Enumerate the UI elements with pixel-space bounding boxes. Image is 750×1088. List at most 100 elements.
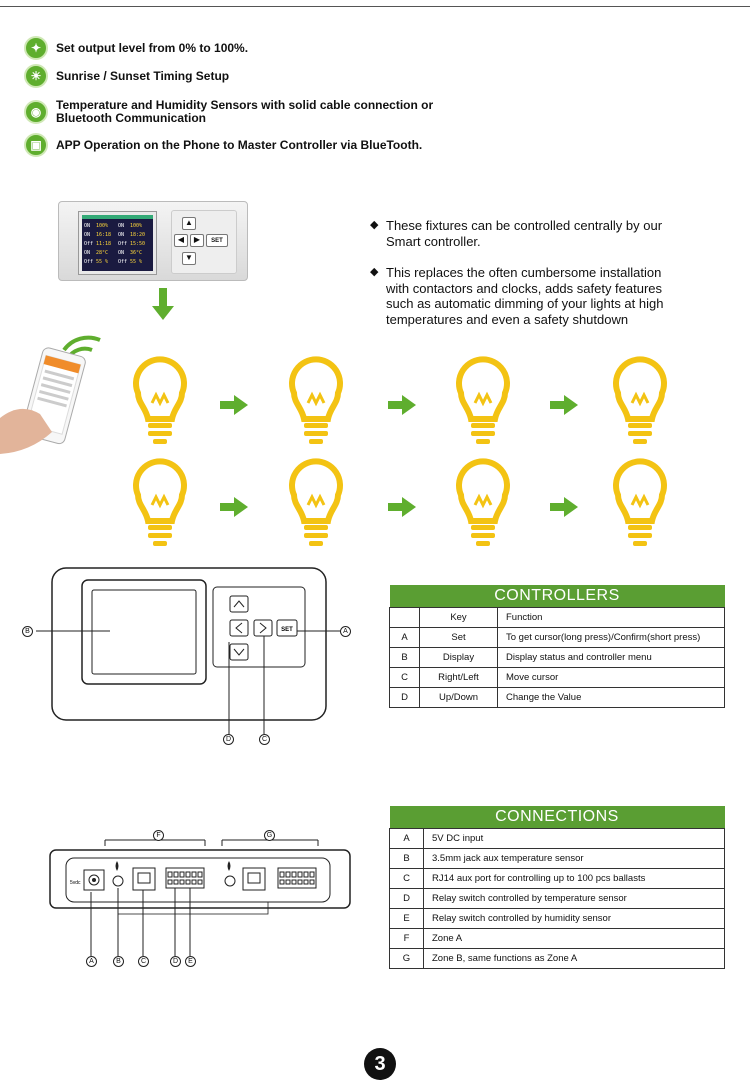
top-border bbox=[0, 6, 750, 7]
screen-value: Off bbox=[118, 259, 127, 265]
cell: RJ14 aux port for controlling up to 100 … bbox=[423, 867, 725, 889]
page-number: 3 bbox=[364, 1048, 396, 1080]
set-button[interactable]: SET bbox=[206, 234, 228, 247]
app-icon: ▣ bbox=[24, 133, 48, 157]
cell: F bbox=[389, 927, 424, 949]
bullet-text: This replaces the often cumbersome insta… bbox=[386, 265, 664, 327]
feature-sunrise: ☀ Sunrise / Sunset Timing Setup bbox=[24, 64, 229, 88]
terminal-pin bbox=[167, 871, 173, 878]
label-d: D bbox=[223, 734, 234, 745]
screen-value: 11:18 bbox=[96, 241, 111, 247]
sensor-icon: ◉ bbox=[24, 100, 48, 124]
down-button[interactable]: ▼ bbox=[182, 252, 196, 265]
cell: D bbox=[389, 686, 420, 708]
right-arrow-icon bbox=[550, 497, 578, 517]
screen-value: 28°C bbox=[96, 250, 108, 256]
label-b: B bbox=[22, 626, 33, 637]
header-cell: Function bbox=[497, 606, 725, 628]
phone-icon bbox=[0, 335, 101, 454]
terminal-pin bbox=[279, 879, 285, 885]
feature-text: Set output level from 0% to 100%. bbox=[56, 40, 249, 55]
terminal-pin bbox=[297, 871, 303, 878]
terminal-pin bbox=[291, 871, 297, 878]
header-cell: Key bbox=[419, 606, 498, 628]
terminal-pin bbox=[297, 879, 303, 885]
cell: Move cursor bbox=[497, 666, 725, 688]
cell: B bbox=[389, 847, 424, 869]
up-button[interactable]: ▲ bbox=[182, 217, 196, 230]
connection-panel-diagram: ZONE A ZONE B 5vdc bbox=[49, 839, 351, 956]
right-arrow-icon bbox=[550, 395, 578, 415]
cell: Relay switch controlled by temperature s… bbox=[423, 887, 725, 909]
down-arrow-icon bbox=[152, 288, 174, 320]
terminal-pin bbox=[191, 871, 197, 878]
terminal-pin bbox=[285, 879, 291, 885]
sun-icon: ☀ bbox=[24, 64, 48, 88]
cell: Display status and controller menu bbox=[497, 646, 725, 668]
cell: 5V DC input bbox=[423, 827, 725, 849]
bulb-icon: ✦ bbox=[24, 36, 48, 60]
terminal-pin bbox=[191, 879, 197, 885]
terminal-pin bbox=[285, 871, 291, 878]
cell: D bbox=[389, 887, 424, 909]
feature-sensors: ◉ Temperature and Humidity Sensors with … bbox=[24, 99, 476, 125]
cell: C bbox=[389, 666, 420, 688]
feature-app: ▣ APP Operation on the Phone to Master C… bbox=[24, 133, 422, 157]
feature-output-level: ✦ Set output level from 0% to 100%. bbox=[24, 36, 248, 60]
bulb-icon bbox=[289, 356, 343, 444]
bulb-icon bbox=[456, 458, 510, 546]
feature-text: Temperature and Humidity Sensors with so… bbox=[56, 98, 434, 125]
cell: G bbox=[389, 947, 424, 969]
bullet-replaces-installation: ◆ This replaces the often cumbersome ins… bbox=[370, 265, 670, 327]
screen-value: 16:18 bbox=[96, 232, 111, 238]
terminal-pin bbox=[173, 879, 179, 885]
cell: B bbox=[389, 646, 420, 668]
right-arrow-icon bbox=[220, 497, 248, 517]
cell: E bbox=[389, 907, 424, 929]
bulb-icon bbox=[289, 458, 343, 546]
controller-diagram: SET bbox=[36, 567, 340, 734]
cell: Right/Left bbox=[419, 666, 498, 688]
bulb-icon bbox=[133, 356, 187, 444]
cell: To get cursor(long press)/Confirm(short … bbox=[497, 626, 725, 648]
cell: C bbox=[389, 867, 424, 889]
screen-value: ON bbox=[84, 232, 90, 238]
label-c-conn: C bbox=[138, 956, 149, 967]
cell: 3.5mm jack aux temperature sensor bbox=[423, 847, 725, 869]
screen-value: Off bbox=[118, 241, 127, 247]
left-button[interactable]: ◀ bbox=[174, 234, 188, 247]
label-a-conn: A bbox=[86, 956, 97, 967]
connections-title: CONNECTIONS bbox=[389, 806, 725, 828]
terminal-pin bbox=[309, 871, 315, 878]
cell: A bbox=[389, 626, 420, 648]
terminal-pin bbox=[197, 871, 203, 878]
screen-value: ON bbox=[84, 250, 90, 256]
right-button[interactable]: ▶ bbox=[190, 234, 204, 247]
terminal-pin bbox=[309, 879, 315, 885]
terminal-pin bbox=[185, 879, 191, 885]
screen-value: 55 % bbox=[96, 259, 108, 265]
cell: Up/Down bbox=[419, 686, 498, 708]
screen-value: 36°C bbox=[130, 250, 142, 256]
screen-value: 18:20 bbox=[130, 232, 145, 238]
diamond-icon: ◆ bbox=[370, 219, 379, 231]
bulb-icon bbox=[133, 458, 187, 546]
screen-value: ON bbox=[118, 250, 124, 256]
cell: Relay switch controlled by humidity sens… bbox=[423, 907, 725, 929]
right-arrow-icon bbox=[388, 395, 416, 415]
screen-value: ON bbox=[118, 223, 124, 229]
feature-text: Sunrise / Sunset Timing Setup bbox=[56, 68, 230, 83]
terminal-pin bbox=[197, 879, 203, 885]
header-cell bbox=[389, 606, 420, 628]
bulb-icon bbox=[456, 356, 510, 444]
terminal-pin bbox=[185, 871, 191, 878]
cell: Zone B, same functions as Zone A bbox=[423, 947, 725, 969]
right-arrow-icon bbox=[388, 497, 416, 517]
label-g: G bbox=[264, 830, 275, 841]
screen-value: ON bbox=[118, 232, 124, 238]
feature-text: APP Operation on the Phone to Master Con… bbox=[56, 137, 423, 152]
